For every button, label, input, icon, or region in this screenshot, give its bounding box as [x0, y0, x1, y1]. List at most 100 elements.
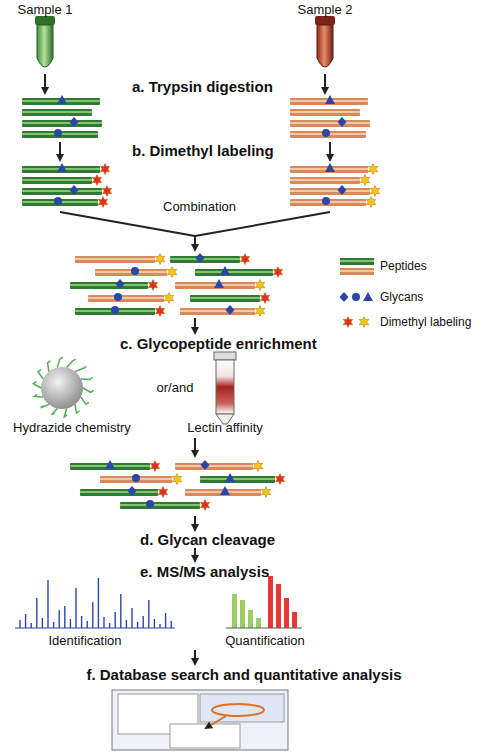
dimethyl-star	[155, 254, 165, 265]
isotope-peak-heavy	[284, 598, 289, 628]
glycan-triangle	[214, 279, 224, 288]
glycan-circle	[322, 197, 330, 205]
glycan-diamond	[201, 460, 210, 470]
dimethyl-star	[98, 197, 108, 208]
spectrum-peak	[70, 619, 71, 628]
spectrum-peak	[137, 622, 138, 628]
flow-arrow	[194, 438, 196, 456]
hydrazide-hair	[51, 409, 57, 416]
step-label: d. Glycan cleavage	[140, 531, 360, 549]
peptide-bar	[170, 256, 240, 263]
merge-line	[60, 212, 195, 236]
peptide-bar	[180, 308, 255, 315]
peptide-bar	[290, 120, 370, 127]
glycan-circle	[111, 306, 119, 314]
glycan-diamond	[338, 185, 347, 195]
flow-arrow	[194, 318, 196, 333]
isotope-peak-light	[232, 594, 237, 628]
glycan-circle	[132, 474, 140, 482]
isotope-peak-heavy	[268, 576, 273, 628]
peptide-stripe	[180, 310, 255, 312]
dimethyl-star	[164, 293, 174, 304]
peptide-stripe	[22, 111, 92, 113]
screen-window	[200, 694, 284, 722]
peptide-stripe	[290, 111, 360, 113]
hydrazide-hair	[83, 388, 94, 392]
spectrum-peak	[75, 588, 76, 628]
flow-arrow	[324, 74, 326, 93]
peptide-bar	[290, 177, 360, 184]
peptide-stripe	[190, 297, 260, 299]
glycan-circle	[322, 129, 330, 137]
legend-peptide-stripe	[340, 270, 374, 272]
peptide-bar	[75, 256, 155, 263]
dimethyl-star	[158, 487, 168, 498]
peptide-stripe	[22, 179, 92, 181]
peptide-bar	[290, 109, 360, 116]
spectrum-peak	[154, 619, 155, 628]
spectrum-peak	[159, 624, 160, 628]
glycan-circle	[54, 197, 62, 205]
dimethyl-star	[167, 267, 177, 278]
dimethyl-star	[360, 175, 370, 186]
peptide-stripe	[195, 271, 273, 273]
glycan-circle	[352, 293, 360, 301]
dimethyl-star	[92, 175, 102, 186]
glycan-circle	[146, 500, 154, 508]
dimethyl-star	[275, 474, 285, 485]
glycan-triangle	[57, 163, 67, 172]
hydrazide-hair	[57, 357, 63, 367]
peptide-stripe	[70, 284, 148, 286]
glycan-triangle	[220, 266, 230, 275]
legend-label: Peptides	[380, 259, 486, 273]
glycan-diamond	[70, 185, 79, 195]
dimethyl-star	[150, 461, 160, 472]
peptide-bar	[22, 120, 102, 127]
spectrum-peak	[142, 616, 143, 628]
spectrum-peak	[120, 594, 121, 628]
glycan-triangle	[220, 486, 230, 495]
hydrazide-hair	[67, 359, 76, 368]
legend-peptide-bar	[340, 268, 374, 275]
isotope-peak-light	[256, 618, 261, 628]
output-label: Identification	[20, 633, 150, 649]
glycan-circle	[114, 293, 122, 301]
peptide-stripe	[290, 179, 360, 181]
hydrazide-bead	[41, 367, 83, 409]
dimethyl-star	[100, 164, 110, 175]
flow-arrow	[59, 142, 61, 160]
spectrum-peak	[36, 598, 37, 628]
spectrum-peak	[103, 617, 104, 628]
legend-peptide-stripe	[340, 260, 374, 262]
legend-label: Glycans	[380, 290, 486, 304]
spectrum-peak	[92, 602, 93, 628]
glycan-diamond	[116, 279, 125, 289]
dimethyl-star	[370, 186, 380, 197]
peptide-stripe	[88, 297, 164, 299]
flow-arrow	[44, 74, 46, 93]
peptide-stripe	[170, 258, 240, 260]
hydrazide-hair	[75, 366, 86, 371]
peptide-bar	[190, 295, 260, 302]
peptide-bar	[95, 269, 167, 276]
peptide-bar	[70, 282, 148, 289]
glycan-triangle	[57, 95, 67, 104]
peptide-stripe	[22, 190, 102, 192]
dimethyl-star	[260, 293, 270, 304]
peptide-stripe	[175, 284, 255, 286]
flow-arrow	[194, 650, 196, 664]
peptide-bar	[120, 502, 200, 509]
legend-peptide-bar	[340, 258, 374, 265]
glycan-diamond	[226, 305, 235, 315]
method-label: Hydrazide chemistry	[2, 420, 142, 436]
spectrum-peak	[114, 612, 115, 628]
spectrum-peak	[59, 610, 60, 628]
sample-label: Sample 1	[2, 2, 88, 18]
hydrazide-hair	[34, 395, 43, 398]
spectrum-peak	[126, 620, 127, 628]
step-note: Combination	[163, 199, 283, 215]
peptide-bar	[88, 295, 164, 302]
peptide-stripe	[95, 271, 167, 273]
glycan-diamond	[70, 117, 79, 127]
